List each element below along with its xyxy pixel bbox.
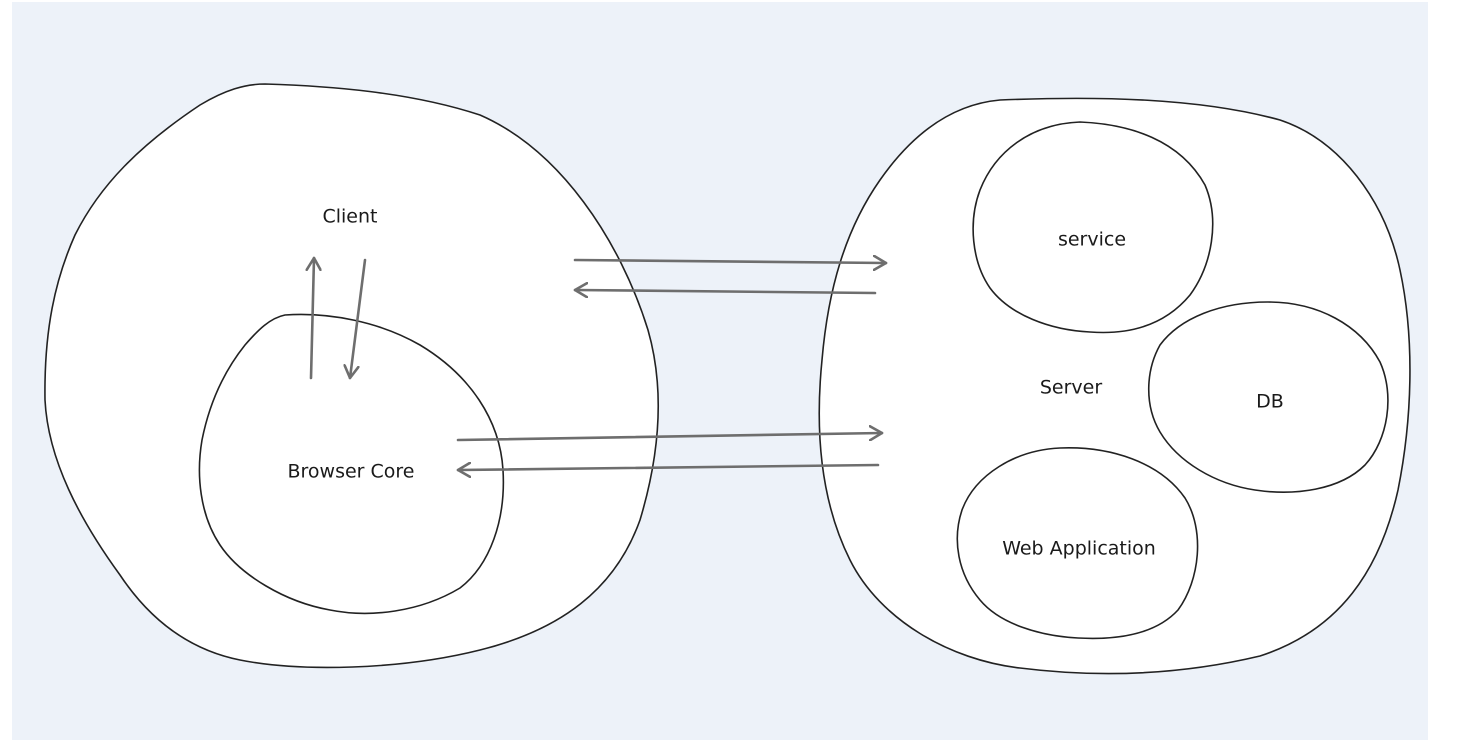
- browser-core-label: Browser Core: [287, 461, 414, 483]
- browser-core-blob: [198, 313, 505, 615]
- web-application-label: Web Application: [1002, 538, 1156, 560]
- web-application-blob: [956, 447, 1199, 640]
- arrow-browser-core-to-client: [311, 256, 314, 380]
- db-blob: [1147, 301, 1389, 493]
- service-label: service: [1058, 229, 1126, 251]
- arrow-browser-core-to-server: [456, 433, 884, 442]
- db-label: DB: [1256, 391, 1284, 413]
- service-blob: [972, 121, 1214, 334]
- arrow-server-to-browser-core: [456, 465, 880, 470]
- arrow-server-to-client: [573, 290, 877, 293]
- arrow-client-to-browser-core: [350, 258, 367, 380]
- server-label: Server: [1040, 377, 1102, 399]
- client-label: Client: [322, 206, 377, 228]
- arrow-client-to-server: [573, 260, 888, 263]
